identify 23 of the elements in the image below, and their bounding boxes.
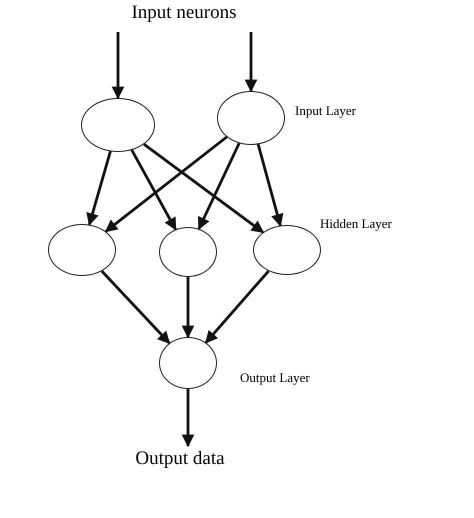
arrow [204,270,270,344]
neuron-circle [159,227,217,277]
arrow [182,277,194,338]
layer-label: Hidden Layer [320,216,392,232]
arrow [104,136,228,233]
arrow [256,144,284,227]
arrow [182,389,194,448]
arrow [244,32,258,92]
neuron-circle [253,225,321,275]
neuron-circle [159,337,217,389]
arrow [130,149,177,231]
arrow [198,142,240,230]
arrow [143,143,264,234]
layer-label: Output Layer [240,370,310,386]
arrow [86,151,112,226]
arrow [100,270,170,344]
layer-label: Input Layer [295,103,356,119]
node-text: Input neurons [109,2,259,26]
neuron-circle [81,98,155,152]
arrow [112,32,124,100]
node-text: Output data [115,448,245,472]
neuron-circle [217,91,285,145]
neuron-circle [48,224,116,276]
